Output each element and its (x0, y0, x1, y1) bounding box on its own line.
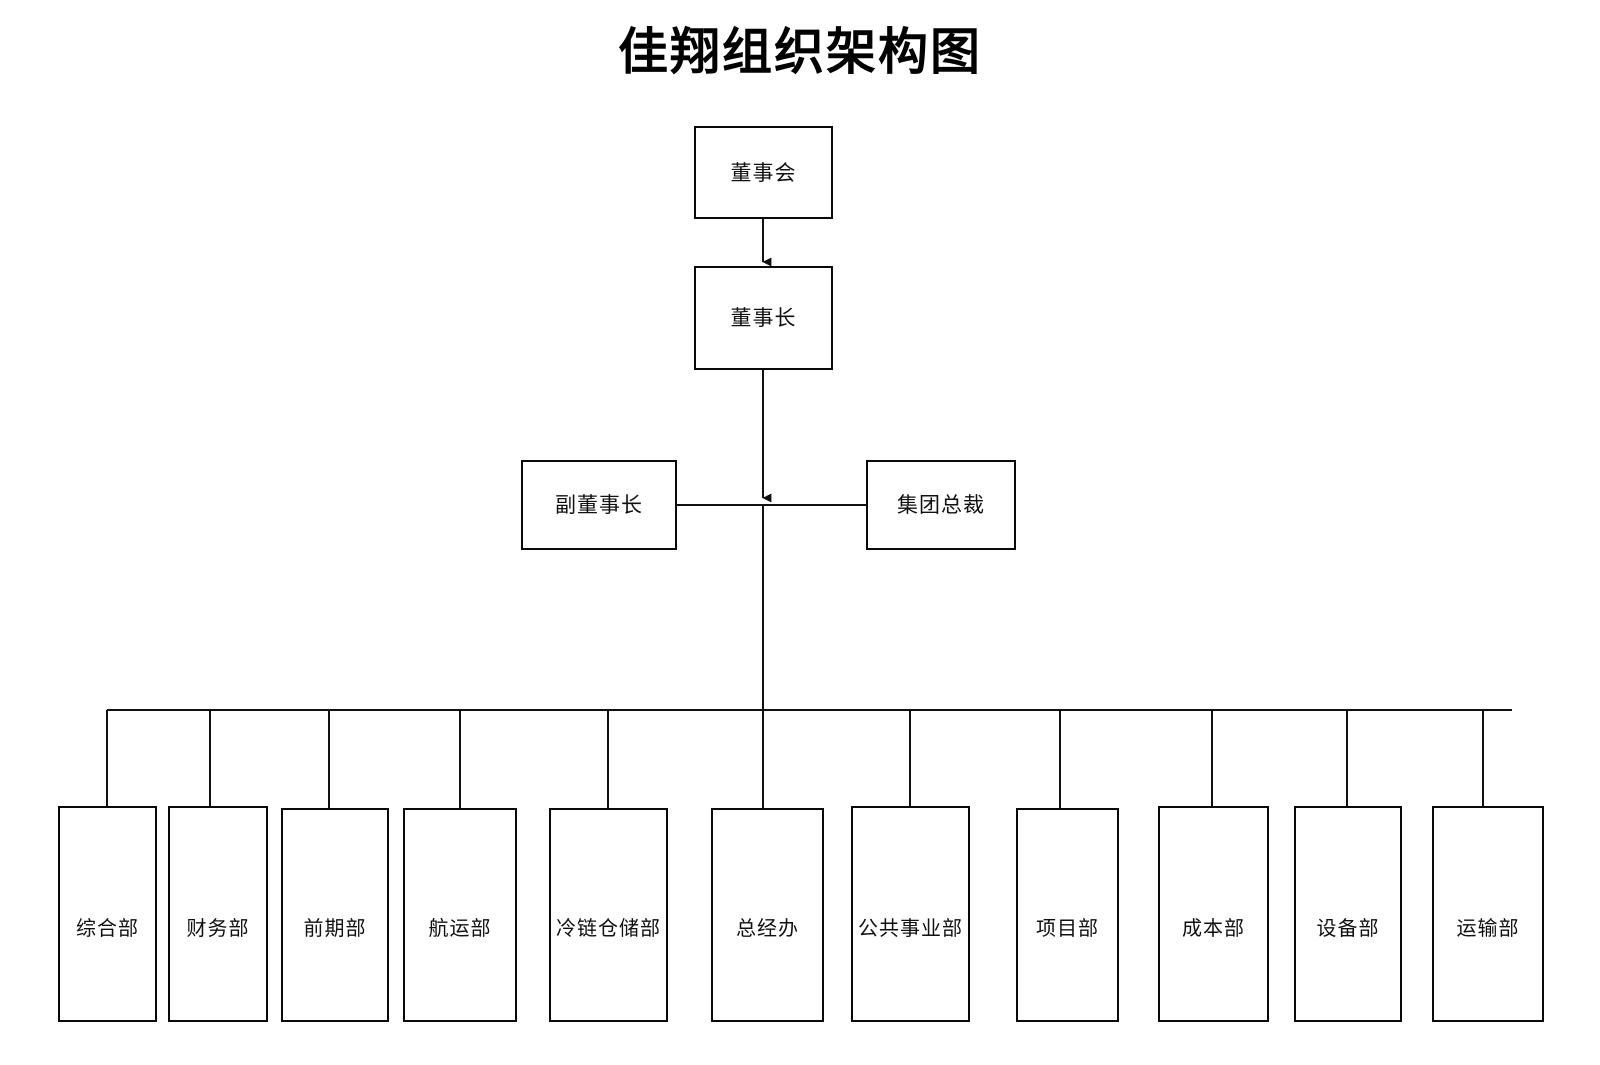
node-department-1[interactable]: 综合部 (58, 806, 157, 1022)
node-department-11[interactable]: 运输部 (1432, 806, 1544, 1022)
node-board-label: 董事会 (730, 160, 797, 185)
node-department-8-label: 项目部 (1036, 918, 1099, 940)
node-department-9[interactable]: 成本部 (1158, 806, 1269, 1022)
node-department-6-label: 总经办 (736, 918, 799, 940)
node-group-president[interactable]: 集团总裁 (866, 460, 1016, 550)
node-chairman-label: 董事长 (730, 306, 797, 330)
node-department-3[interactable]: 前期部 (281, 808, 389, 1022)
node-department-10[interactable]: 设备部 (1294, 806, 1402, 1022)
node-department-4[interactable]: 航运部 (403, 808, 517, 1022)
node-department-5[interactable]: 冷链仓储部 (549, 808, 668, 1022)
node-department-8[interactable]: 项目部 (1016, 808, 1119, 1022)
node-department-6[interactable]: 总经办 (711, 808, 824, 1022)
node-department-3-label: 前期部 (303, 918, 367, 940)
node-group-president-label: 集团总裁 (897, 493, 985, 517)
node-vice-chairman-label: 副董事长 (555, 493, 643, 517)
node-chairman[interactable]: 董事长 (694, 266, 833, 370)
node-department-7-label: 公共事业部 (858, 918, 963, 940)
node-department-7[interactable]: 公共事业部 (851, 806, 970, 1022)
node-department-1-label: 综合部 (76, 918, 139, 940)
node-department-2-label: 财务部 (186, 918, 250, 940)
node-department-5-label: 冷链仓储部 (556, 918, 661, 940)
node-department-9-label: 成本部 (1182, 918, 1245, 940)
page-title: 佳翔组织架构图 (618, 24, 982, 80)
node-department-4-label: 航运部 (428, 918, 492, 940)
node-department-11-label: 运输部 (1456, 918, 1520, 940)
node-department-2[interactable]: 财务部 (168, 806, 268, 1022)
node-department-10-label: 设备部 (1316, 918, 1380, 940)
node-board[interactable]: 董事会 (694, 126, 833, 219)
node-vice-chairman[interactable]: 副董事长 (521, 460, 677, 550)
